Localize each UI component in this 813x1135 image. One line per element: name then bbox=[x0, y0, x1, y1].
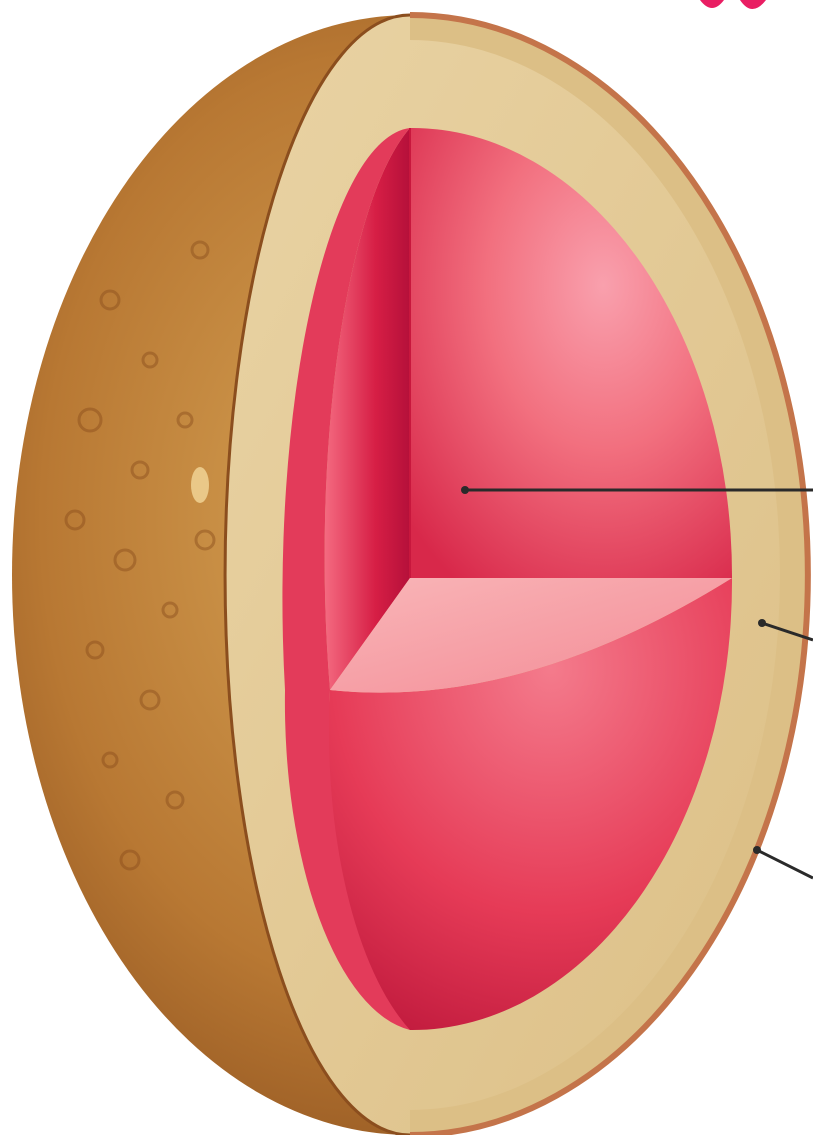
leader-dot-crust bbox=[753, 846, 761, 854]
leader-dot-mantle bbox=[758, 619, 766, 627]
leader-dot-core bbox=[461, 486, 469, 494]
cropped-heading-fragment bbox=[700, 0, 766, 9]
leader-line-crust bbox=[757, 850, 813, 878]
